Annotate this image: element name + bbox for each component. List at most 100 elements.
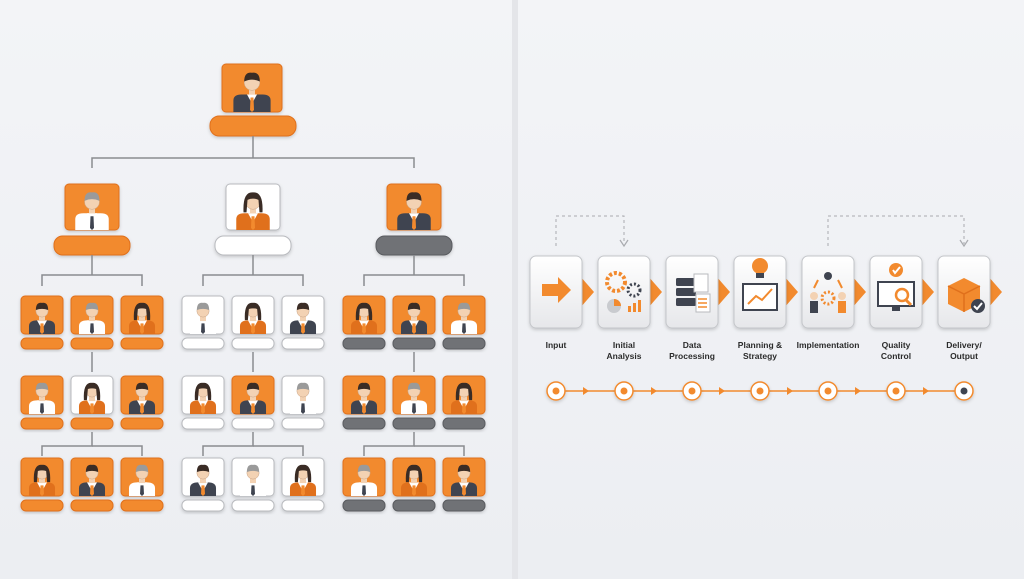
process-step-3	[665, 255, 730, 401]
person-tile	[281, 295, 325, 335]
person-tile	[181, 457, 225, 497]
process-step-7	[937, 255, 1002, 401]
server-icon	[676, 288, 696, 296]
timeline-dot	[552, 387, 560, 395]
connector-line	[202, 274, 304, 286]
person-icon	[78, 302, 106, 334]
bar-icon	[628, 306, 631, 312]
member-label-bar	[231, 417, 275, 430]
person-tile	[392, 295, 436, 335]
person-tile	[120, 295, 164, 335]
chevron-arrow-icon	[648, 276, 662, 308]
person-tile	[120, 375, 164, 415]
person-icon	[189, 464, 217, 496]
person-tile	[231, 375, 275, 415]
person-tile	[70, 375, 114, 415]
division-label-bar	[214, 235, 292, 256]
person-icon	[400, 464, 428, 496]
person-icon	[239, 464, 267, 496]
arrow-right-icon	[542, 277, 571, 303]
person-tile	[342, 375, 386, 415]
person-tile	[225, 183, 281, 231]
person-tile	[20, 295, 64, 335]
person-icon	[289, 464, 317, 496]
timeline-arrow-head	[787, 387, 793, 395]
person-icon	[189, 382, 217, 414]
person-tile	[231, 457, 275, 497]
person-icon	[236, 192, 270, 230]
person-tile	[70, 295, 114, 335]
timeline-arrow-head	[855, 387, 861, 395]
person-icon	[450, 464, 478, 496]
member-label-bar	[70, 337, 114, 350]
feedback-arrow	[555, 215, 625, 246]
person-icon	[78, 464, 106, 496]
member-label-bar	[120, 337, 164, 350]
step-label: Initial Analysis	[606, 340, 642, 361]
chevron-arrow-icon	[988, 276, 1002, 308]
person-icon	[450, 302, 478, 334]
member-label-bar	[392, 337, 436, 350]
server-icon	[676, 278, 696, 286]
person-icon	[289, 382, 317, 414]
member-label-bar	[181, 337, 225, 350]
person-tile	[386, 183, 442, 231]
person-icon	[28, 464, 56, 496]
check-badge-icon	[889, 263, 903, 277]
chevron-arrow-icon	[784, 276, 798, 308]
bar-icon	[633, 303, 636, 312]
process-step-4	[733, 255, 798, 401]
member-label-bar	[20, 337, 64, 350]
server-icon	[676, 298, 696, 306]
person-tile	[442, 457, 486, 497]
member-label-bar	[281, 417, 325, 430]
chevron-arrow-icon	[920, 276, 934, 308]
member-label-bar	[231, 499, 275, 512]
feedback-arrow-head	[959, 239, 969, 248]
member-label-bar	[442, 499, 486, 512]
person-icon	[189, 302, 217, 334]
timeline-arrow-head	[651, 387, 657, 395]
person-tile	[281, 375, 325, 415]
person-icon	[289, 302, 317, 334]
person-tile	[442, 295, 486, 335]
timeline-dot	[824, 387, 832, 395]
member-label-bar	[342, 337, 386, 350]
division-label-bar	[53, 235, 131, 256]
timeline-dot	[892, 387, 900, 395]
feedback-arrow-head	[619, 239, 629, 248]
division-label-bar	[375, 235, 453, 256]
person-tile	[120, 457, 164, 497]
chevron-arrow-icon	[716, 276, 730, 308]
process-step-1	[529, 255, 594, 401]
process-flow	[529, 215, 1002, 401]
person-icon	[128, 464, 156, 496]
member-label-bar	[281, 499, 325, 512]
timeline-arrow-head	[719, 387, 725, 395]
connector-line	[363, 274, 465, 286]
person-icon	[397, 192, 431, 230]
person-tile	[392, 457, 436, 497]
person-icon	[239, 302, 267, 334]
person-icon	[239, 382, 267, 414]
org-chart	[20, 0, 518, 579]
person-icon	[233, 72, 271, 112]
member-label-bar	[342, 417, 386, 430]
step-label: Quality Control	[880, 340, 912, 361]
connector-line	[253, 445, 304, 456]
member-label-bar	[120, 417, 164, 430]
step-card	[597, 255, 651, 329]
connector-line	[41, 432, 93, 456]
person-icon	[810, 292, 818, 300]
lightbulb-chart-icon	[742, 258, 778, 311]
timeline-arrow-head	[923, 387, 929, 395]
connector-line	[91, 157, 415, 168]
person-icon	[838, 292, 846, 300]
arrow-right-icon	[542, 277, 571, 303]
person-tile	[20, 375, 64, 415]
member-label-bar	[181, 499, 225, 512]
person-tile	[281, 457, 325, 497]
step-label: Implementation	[796, 340, 860, 350]
person-icon	[28, 382, 56, 414]
member-label-bar	[392, 417, 436, 430]
